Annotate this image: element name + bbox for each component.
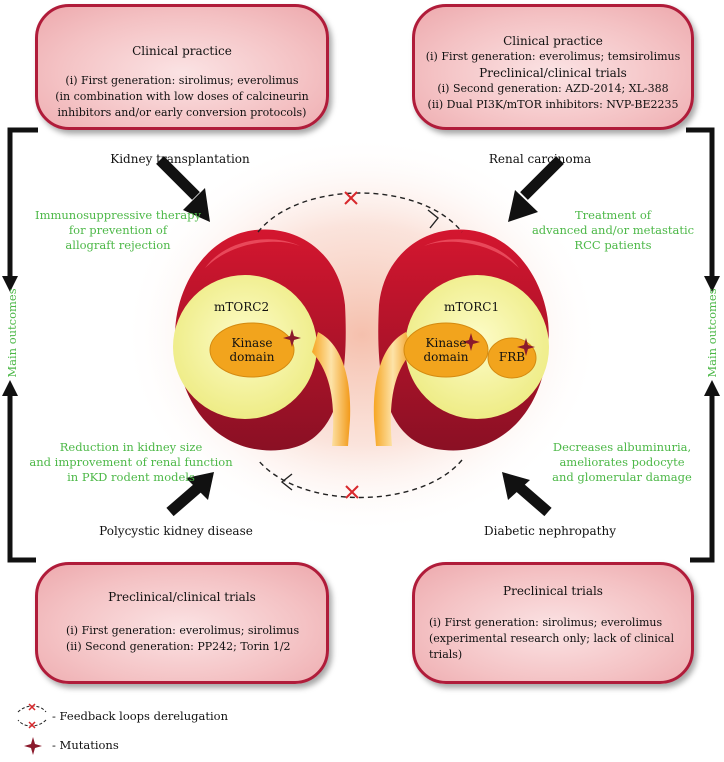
- side-label-main-outcomes-left: Main outcomes: [5, 288, 19, 378]
- box-top-right-clinical-practice: Clinical practice (i) First generation: …: [412, 4, 694, 130]
- box-title: Preclinical trials: [503, 584, 603, 598]
- arrow-polycystic: [166, 472, 214, 517]
- left-bracket: [7, 127, 38, 563]
- arrow-kidney-transplantation: [156, 156, 210, 222]
- box-title: Preclinical/clinical trials: [108, 590, 256, 604]
- right-bracket-arrow-down: [704, 276, 720, 292]
- kinase-label-line: Kinase: [231, 336, 273, 350]
- box-title: Clinical practice: [132, 44, 232, 58]
- outcome-line: Treatment of: [574, 208, 652, 222]
- mutation-star-mtorc1-kinase: [462, 333, 480, 351]
- kinase-label-line: domain: [229, 350, 275, 364]
- outcome-line: for prevention of: [68, 223, 168, 237]
- right-ureter: [373, 332, 412, 446]
- box-top-left-clinical-practice: Clinical practice (i) First generation: …: [35, 4, 329, 130]
- feedback-loop-bottom: [257, 459, 463, 499]
- side-label-main-outcomes-right: Main outcomes: [705, 288, 719, 378]
- label-polycystic-kidney-disease: Polycystic kidney disease: [99, 524, 253, 538]
- arrow-renal-carcinoma: [508, 156, 564, 222]
- left-kinase-domain-shape: [209, 322, 295, 378]
- arrow-diabetic: [502, 472, 552, 517]
- left-bracket-arrow-up: [2, 380, 18, 396]
- outcome-line: and glomerular damage: [552, 470, 692, 484]
- outcome-kidney-transplantation: Immunosuppressive therapy for prevention…: [18, 208, 218, 253]
- box-line: (i) First generation: sirolimus; everoli…: [429, 616, 663, 629]
- outcome-line: in PKD rodent models: [67, 470, 195, 484]
- legend-mutation-star-icon: [24, 737, 42, 755]
- box-bottom-right-preclinical-trials: Preclinical trials (i) First generation:…: [412, 562, 694, 684]
- label-renal-carcinoma: Renal carcinoma: [488, 152, 592, 166]
- outcome-line: allograft rejection: [65, 238, 171, 252]
- outcome-line: Immunosuppressive therapy: [35, 208, 201, 222]
- outcome-line: RCC patients: [574, 238, 652, 252]
- outcome-line: and improvement of renal function: [29, 455, 233, 469]
- outcome-line: Decreases albuminuria,: [552, 440, 692, 454]
- box-bottom-left-preclinical-clinical-trials: Preclinical/clinical trials (i) First ge…: [35, 562, 329, 684]
- box-line: (in combination with low doses of calcin…: [55, 90, 309, 103]
- feedback-x-bottom: [345, 485, 359, 499]
- box-line: (experimental research only; lack of cli…: [429, 632, 675, 661]
- right-bracket: [686, 127, 715, 563]
- outcome-polycystic: Reduction in kidney size and improvement…: [20, 440, 242, 485]
- label-kidney-transplantation: Kidney transplantation: [110, 152, 250, 166]
- left-ureter: [312, 332, 351, 446]
- kinase-label-line: domain: [423, 350, 469, 364]
- feedback-x-top: [344, 191, 358, 205]
- outcome-renal-carcinoma: Treatment of advanced and/or metastatic …: [528, 208, 698, 253]
- box-line: (i) First generation: everolimus; temsir…: [425, 50, 681, 63]
- right-bracket-arrow-up: [704, 380, 720, 396]
- legend-feedback-icon: [17, 703, 47, 729]
- right-kinase-domain-label: Kinase domain: [406, 336, 486, 364]
- left-kinase-domain-label: Kinase domain: [212, 336, 292, 364]
- box-line: (i) First generation: everolimus; siroli…: [66, 624, 300, 637]
- outcome-line: ameliorates podocyte: [559, 455, 685, 469]
- feedback-loop-top: [257, 192, 463, 233]
- box-line: (i) First generation: sirolimus; everoli…: [65, 74, 299, 87]
- outcome-line: advanced and/or metastatic: [531, 223, 695, 237]
- kinase-label-line: Kinase: [425, 336, 467, 350]
- outcome-diabetic: Decreases albuminuria, ameliorates podoc…: [540, 440, 704, 485]
- label-mtorc2: mTORC2: [214, 300, 270, 314]
- box-line: (ii) Dual PI3K/mTOR inhibitors: NVP-BE22…: [427, 98, 679, 111]
- feedback-loop-bottom-arrowhead: [280, 473, 293, 491]
- box-line: (i) Second generation: AZD-2014; XL-388: [437, 82, 669, 95]
- box-line: Preclinical/clinical trials: [479, 66, 627, 80]
- box-line: inhibitors and/or early conversion proto…: [57, 106, 307, 119]
- outcome-line: Reduction in kidney size: [59, 440, 203, 454]
- right-kinase-domain-shape: [403, 322, 489, 378]
- legend-feedback-text: - Feedback loops derelugation: [52, 709, 228, 723]
- legend-mutations-text: - Mutations: [52, 738, 119, 752]
- left-bracket-arrow-down: [2, 276, 18, 292]
- feedback-loop-top-arrowhead: [427, 209, 439, 229]
- label-mtorc1: mTORC1: [444, 300, 500, 314]
- mutation-star-mtorc2: [283, 329, 301, 347]
- box-line: (ii) Second generation: PP242; Torin 1/2: [66, 640, 291, 653]
- label-diabetic-nephropathy: Diabetic nephropathy: [484, 524, 616, 538]
- box-title: Clinical practice: [503, 34, 603, 48]
- frb-label: FRB: [498, 350, 526, 364]
- mutation-star-mtorc1-frb: [517, 338, 535, 356]
